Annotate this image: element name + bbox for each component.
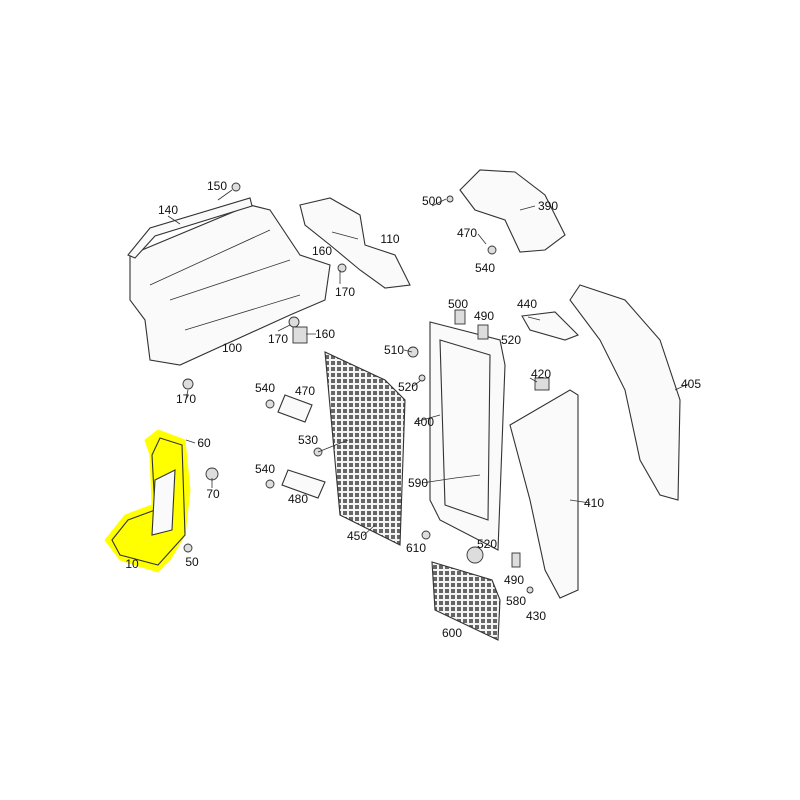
callout-170[interactable]: 170 (267, 332, 289, 346)
callout-140[interactable]: 140 (157, 203, 179, 217)
part-600-grid[interactable] (431, 561, 501, 641)
callout-520[interactable]: 520 (397, 380, 419, 394)
callout-490[interactable]: 490 (503, 573, 525, 587)
part-450-grid[interactable] (324, 351, 406, 546)
part-110-panel[interactable] (299, 197, 411, 289)
callout-480[interactable]: 480 (287, 492, 309, 506)
callout-470[interactable]: 470 (456, 226, 478, 240)
callout-540[interactable]: 540 (254, 381, 276, 395)
callout-540[interactable]: 540 (474, 261, 496, 275)
part-410-fender[interactable] (509, 389, 579, 599)
callout-100[interactable]: 100 (221, 341, 243, 355)
callout-410[interactable]: 410 (583, 496, 605, 510)
callout-160[interactable]: 160 (314, 327, 336, 341)
callout-590[interactable]: 590 (407, 476, 429, 490)
callout-50[interactable]: 50 (185, 555, 199, 569)
callout-60[interactable]: 60 (197, 436, 211, 450)
part-140-strip[interactable] (127, 197, 253, 259)
callout-390[interactable]: 390 (537, 199, 559, 213)
callout-580[interactable]: 580 (505, 594, 527, 608)
callout-10[interactable]: 10 (125, 557, 139, 571)
callout-520[interactable]: 520 (500, 333, 522, 347)
callout-150[interactable]: 150 (206, 179, 228, 193)
callout-510[interactable]: 510 (383, 343, 405, 357)
callout-70[interactable]: 70 (206, 487, 220, 501)
part-100-rear-wall[interactable] (129, 204, 331, 366)
callout-610[interactable]: 610 (405, 541, 427, 555)
callout-400[interactable]: 400 (413, 415, 435, 429)
callout-405[interactable]: 405 (680, 377, 702, 391)
part-405-fender[interactable] (569, 284, 681, 501)
callout-170[interactable]: 170 (175, 392, 197, 406)
callout-110[interactable]: 110 (380, 232, 400, 246)
part-390-cover[interactable] (459, 169, 566, 253)
callout-500[interactable]: 500 (447, 297, 469, 311)
callout-470[interactable]: 470 (294, 384, 316, 398)
callout-600[interactable]: 600 (441, 626, 463, 640)
callout-450[interactable]: 450 (346, 529, 368, 543)
part-440-bracket[interactable] (521, 311, 579, 341)
callout-420[interactable]: 420 (530, 367, 552, 381)
callout-540[interactable]: 540 (254, 462, 276, 476)
callout-170[interactable]: 170 (334, 285, 356, 299)
callout-440[interactable]: 440 (516, 297, 538, 311)
callout-430[interactable]: 430 (525, 609, 547, 623)
part-10-mud-flap[interactable] (111, 437, 186, 566)
callout-520[interactable]: 520 (476, 537, 498, 551)
fasteners (182, 182, 550, 594)
part-10-mud-flap-highlight[interactable] (104, 429, 191, 573)
callout-490[interactable]: 490 (473, 309, 495, 323)
callout-530[interactable]: 530 (297, 433, 319, 447)
callout-500[interactable]: 500 (421, 194, 443, 208)
callout-160[interactable]: 160 (311, 244, 333, 258)
